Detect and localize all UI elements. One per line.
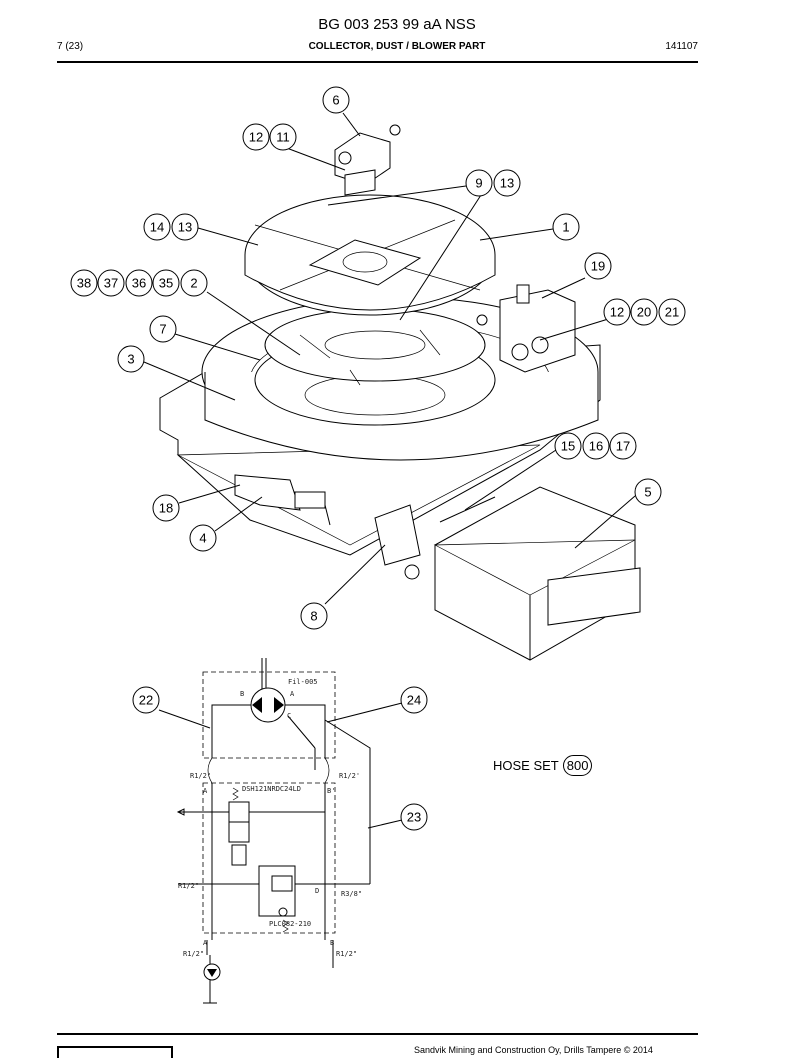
svg-text:19: 19 [591,259,605,274]
leader-lines [143,112,636,829]
callout-16: 16 [582,432,610,460]
thread-side-label: R1/2" [178,882,199,890]
callout-7: 7 [149,315,177,343]
company-logo [57,1046,173,1058]
svg-text:13: 13 [178,220,192,235]
callout-9: 9 [465,169,493,197]
svg-text:7: 7 [159,322,166,337]
filter-label: Fil-005 [288,678,318,686]
svg-text:35: 35 [159,276,173,291]
svg-text:3: 3 [127,352,134,367]
page-title: COLLECTOR, DUST / BLOWER PART [308,41,486,52]
document-date: 141107 [665,41,698,52]
callout-5: 5 [634,478,662,506]
cylinder [234,474,331,526]
valve-unit-top [334,124,401,196]
callout-12: 12 [603,298,631,326]
callout-22: 22 [132,686,160,714]
svg-text:23: 23 [407,810,421,825]
callout-13: 13 [493,169,521,197]
callout-21: 21 [658,298,686,326]
dust-box [374,486,641,661]
valve-code-label: DSH121NRDC24LD [242,785,301,793]
svg-text:9: 9 [475,176,482,191]
svg-text:8: 8 [310,609,317,624]
svg-text:18: 18 [159,501,173,516]
cover-plate [244,194,496,316]
callout-8: 8 [300,602,328,630]
port-a-bottom-label: A [203,939,208,947]
thread-bottom-left-label: R1/2" [183,950,204,958]
callout-14: 14 [143,213,171,241]
port-d-label: D [315,887,319,895]
port-c-label: C [287,712,291,720]
page-number: 7 (23) [57,41,84,52]
callout-35: 35 [152,269,180,297]
callout-12: 12 [242,123,270,151]
svg-text:12: 12 [249,130,263,145]
callout-36: 36 [125,269,153,297]
hydraulic-schematic: Fil-005 B A C R1/2" R1/2' A B' DSH121NRD… [176,658,371,1004]
header-rule [57,61,698,63]
hose-set-number: 800 [562,755,593,776]
port-a-label: A [290,690,295,698]
callout-20: 20 [630,298,658,326]
callout-19: 19 [584,252,612,280]
callout-37: 37 [97,269,125,297]
thread-right-label: R1/2' [339,772,360,780]
valve-block-side [476,284,576,373]
relief-valve-label: PLC082-210 [269,920,311,928]
svg-text:5: 5 [644,485,651,500]
svg-text:1: 1 [562,220,569,235]
svg-text:2: 2 [190,276,197,291]
port-b-label: B [240,690,244,698]
svg-text:20: 20 [637,305,651,320]
svg-text:37: 37 [104,276,118,291]
footer-rule [57,1033,698,1035]
callout-1: 1 [552,213,580,241]
callout-38: 38 [70,269,98,297]
port-b-mid-label: B' [327,787,335,795]
thread-bottom-right-label: R1/2" [336,950,357,958]
svg-text:13: 13 [500,176,514,191]
svg-text:11: 11 [276,130,290,145]
callout-17: 17 [609,432,637,460]
callout-11: 11 [269,123,297,151]
callout-4: 4 [189,524,217,552]
svg-text:38: 38 [77,276,91,291]
callout-18: 18 [152,494,180,522]
port-a-mid-label: A [203,787,208,795]
callout-23: 23 [400,803,428,831]
svg-text:22: 22 [139,693,153,708]
callout-15: 15 [554,432,582,460]
thread-r38-label: R3/8" [341,890,362,898]
hose-set-text: HOSE SET [493,758,559,773]
svg-text:21: 21 [665,305,679,320]
svg-text:6: 6 [332,93,339,108]
svg-text:14: 14 [150,220,164,235]
svg-text:16: 16 [589,439,603,454]
svg-text:24: 24 [407,693,421,708]
callout-24: 24 [400,686,428,714]
svg-text:4: 4 [199,531,206,546]
port-b-bottom-label: B [330,939,334,947]
svg-text:36: 36 [132,276,146,291]
footer-copyright: Sandvik Mining and Construction Oy, Dril… [414,1045,653,1055]
svg-text:12: 12 [610,305,624,320]
callout-6: 6 [322,86,350,114]
callout-13: 13 [171,213,199,241]
document-number: BG 003 253 99 aA NSS [318,16,476,33]
callout-2: 2 [180,269,208,297]
svg-text:15: 15 [561,439,575,454]
callout-3: 3 [117,345,145,373]
thread-left-label: R1/2" [190,772,211,780]
svg-text:17: 17 [616,439,630,454]
